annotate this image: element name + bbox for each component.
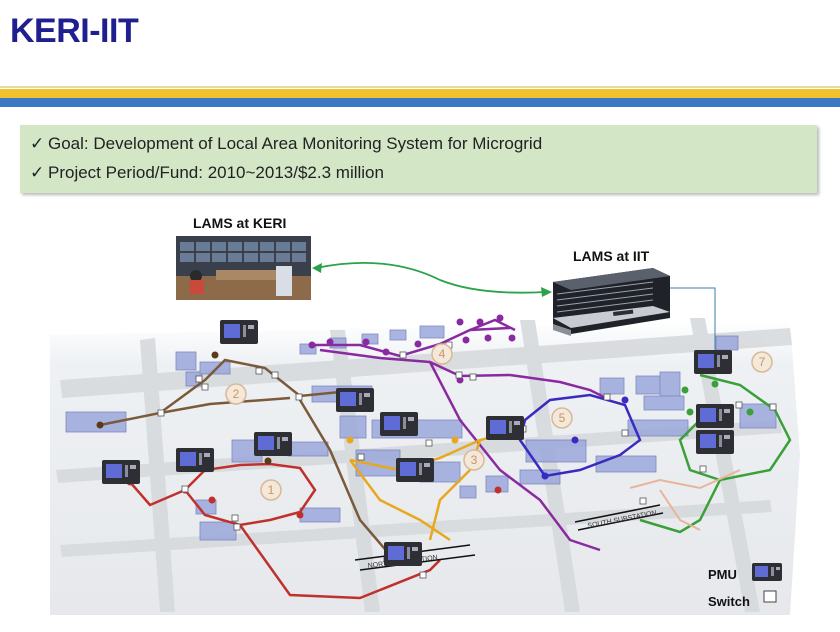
period-bullet: ✓Project Period/Fund: 2010~2013/$2.3 mil… — [30, 163, 384, 183]
header-divider-thin — [0, 86, 840, 88]
lams-keri-photo — [176, 236, 311, 300]
keri-iit-link — [316, 263, 546, 293]
zone-label: 7 — [759, 355, 766, 369]
slide-title: KERI-IIT — [10, 12, 138, 51]
zone-label: 2 — [233, 387, 240, 401]
arrowhead-right-icon — [541, 287, 552, 297]
goal-box: ✓Goal: Development of Local Area Monitor… — [20, 125, 817, 193]
check-icon: ✓ — [30, 163, 48, 183]
lams-iit-label: LAMS at IIT — [573, 248, 649, 264]
zone-label: 4 — [439, 347, 446, 361]
server-rack-icon — [553, 268, 670, 338]
header-band-blue — [0, 98, 840, 107]
check-icon: ✓ — [30, 134, 48, 154]
lams-iit-server — [553, 268, 670, 338]
goal-bullet: ✓Goal: Development of Local Area Monitor… — [30, 134, 542, 154]
zone-label: 3 — [471, 453, 478, 467]
header-band-yellow — [0, 89, 840, 98]
period-text: Project Period/Fund: 2010~2013/$2.3 mill… — [48, 163, 384, 182]
pmu-device-icon — [752, 563, 782, 581]
legend-pmu-label: PMU — [708, 567, 737, 582]
lams-keri-label: LAMS at KERI — [193, 215, 286, 231]
goal-text: Goal: Development of Local Area Monitori… — [48, 134, 542, 153]
zone-label: 1 — [268, 483, 275, 497]
switch-square-icon — [764, 591, 776, 602]
legend-switch-label: Switch — [708, 594, 750, 609]
zone-label: 5 — [559, 411, 566, 425]
control-room-image — [176, 236, 311, 300]
arrowhead-left-icon — [312, 263, 322, 273]
